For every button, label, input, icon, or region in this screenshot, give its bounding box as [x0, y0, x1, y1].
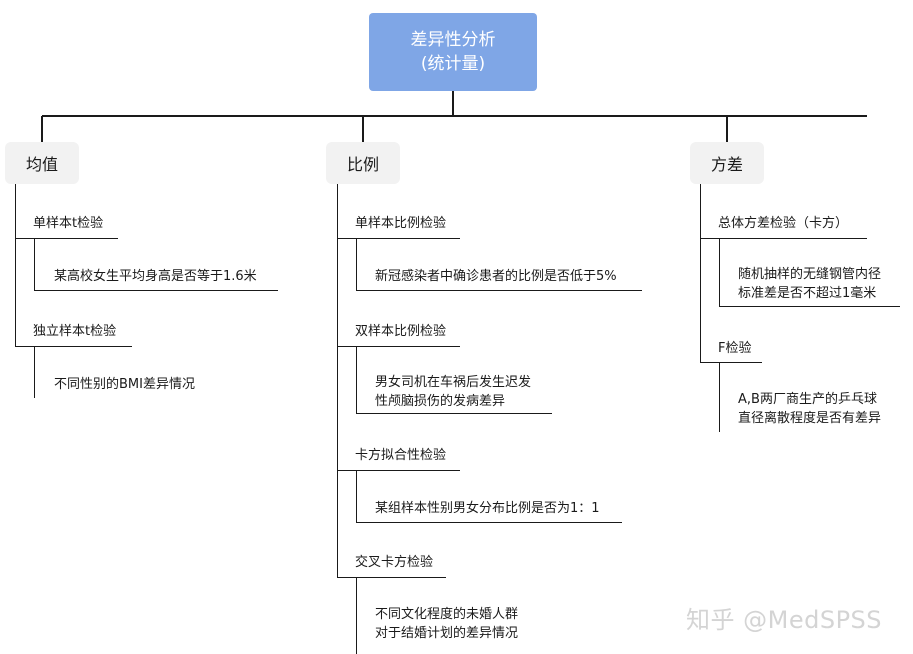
example-label: 某组样本性别男女分布比例是否为1：1 — [375, 501, 600, 516]
branch-proportion: 比例 — [326, 142, 400, 184]
test-label: 双样本比例检验 — [355, 324, 447, 339]
test-label: 独立样本t检验 — [33, 324, 117, 339]
example-label: 标准差是否不超过1毫米 — [738, 286, 877, 301]
branch-mean: 均值 — [5, 142, 79, 184]
example-label: 男女司机在车祸后发生迟发 — [375, 375, 532, 390]
example-label: 对于结婚计划的差异情况 — [375, 626, 519, 641]
example-label: 性颅脑损伤的发病差异 — [375, 394, 506, 409]
test-label: 单样本比例检验 — [355, 216, 447, 231]
test-label: 交叉卡方检验 — [355, 555, 434, 570]
root-node: 差异性分析 (统计量) — [369, 13, 537, 91]
test-label: 单样本t检验 — [33, 216, 104, 231]
test-label: 卡方拟合性检验 — [355, 448, 447, 463]
test-label: 总体方差检验（卡方） — [718, 216, 849, 231]
example-label: 新冠感染者中确诊患者的比例是否低于5% — [375, 269, 617, 284]
watermark: 知乎 @MedSPSS — [686, 606, 883, 634]
example-label: 不同文化程度的未婚人群 — [375, 607, 519, 622]
test-label: F检验 — [718, 341, 752, 356]
example-label: 随机抽样的无缝钢管内径 — [738, 267, 882, 282]
root-title: 差异性分析 — [410, 30, 496, 50]
example-label: 直径离散程度是否有差异 — [738, 411, 882, 426]
example-label: 某高校女生平均身高是否等于1.6米 — [54, 269, 257, 284]
root-subtitle: (统计量) — [420, 54, 486, 74]
example-label: A,B两厂商生产的乒乓球 — [738, 392, 877, 407]
branch-variance: 方差 — [690, 142, 764, 184]
example-label: 不同性别的BMI差异情况 — [54, 377, 195, 392]
